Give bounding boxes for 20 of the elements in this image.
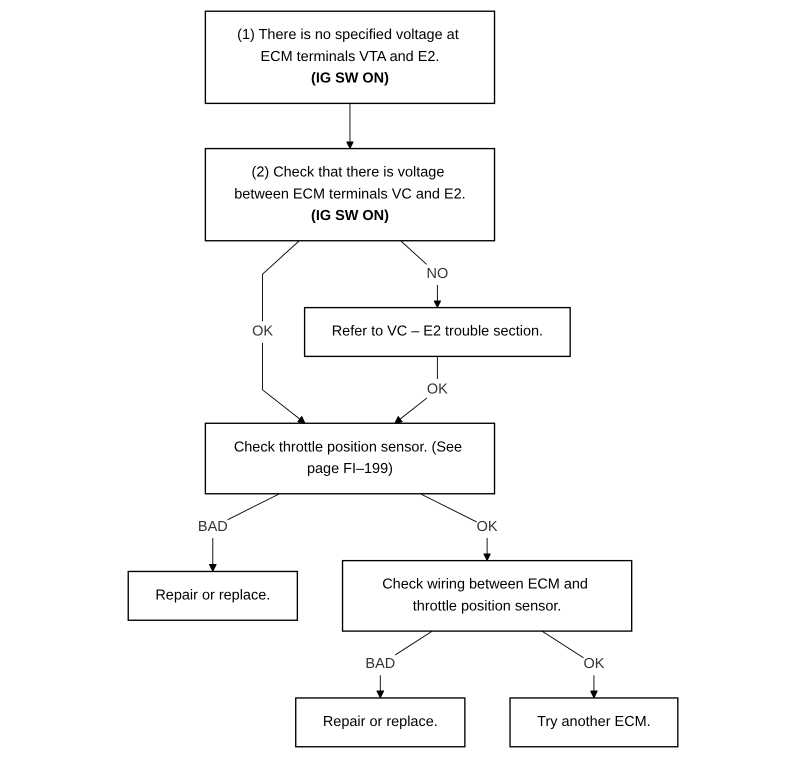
edge-label: OK [583, 656, 604, 672]
node-box: Repair or replace. [128, 570, 298, 620]
arrow [346, 102, 354, 148]
edge-label: OK [252, 323, 273, 339]
arrow [541, 630, 598, 698]
node-box: Check wiring between ECM and throttle position sensor. [342, 559, 632, 632]
edge-label: BAD [365, 656, 396, 672]
node-box: Refer to VC – E2 trouble section. [304, 306, 571, 357]
edge-label: NO [426, 266, 448, 281]
node-box: Try another ECM. [509, 696, 678, 747]
node-box: (2) Check that there is voltage between ECM terminals VC and E2. (IG SW ON) [204, 147, 496, 241]
arrow [420, 492, 492, 560]
edge-label: OK [476, 518, 498, 534]
node-box: Check throttle position sensor. (See page FI–199) [204, 422, 496, 494]
node-box: Repair or replace. [295, 696, 466, 747]
edge-label: BAD [198, 518, 228, 534]
arrow [400, 240, 442, 308]
node-box: (1) There is no specified voltage at ECM terminals VTA and E2. (IG SW ON) [204, 10, 496, 104]
edge-label: OK [426, 381, 448, 397]
arrow [262, 240, 306, 424]
